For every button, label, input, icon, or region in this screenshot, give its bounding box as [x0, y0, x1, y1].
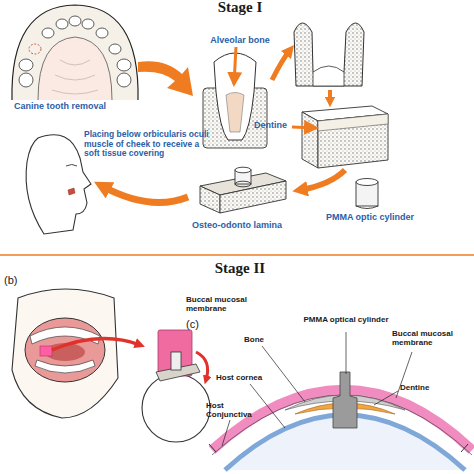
- part-label: Osteo-odonto lamina: [192, 220, 312, 230]
- leader-line: [262, 346, 305, 402]
- leader-line: [250, 384, 285, 428]
- transfer-arrow: [52, 339, 140, 350]
- block-front: [318, 114, 388, 168]
- eye: [66, 165, 77, 167]
- part-label: Host Conjunctiva: [206, 402, 266, 420]
- head-profile: [26, 135, 91, 234]
- cylinder-bottom: [356, 206, 378, 209]
- tooth: [42, 28, 54, 38]
- part-label: PMMA optical cylinder: [296, 316, 396, 325]
- tooth-piece: [294, 23, 364, 86]
- face-outline: [12, 289, 118, 418]
- lamina-side: [200, 186, 220, 213]
- part-label: Host cornea: [216, 374, 286, 383]
- eyeball: [142, 374, 210, 442]
- optic-cylinder: [356, 179, 378, 209]
- block-side: [302, 112, 318, 168]
- section-drawing: [209, 372, 472, 470]
- tooth: [19, 59, 33, 71]
- palate-drawing: [12, 5, 138, 100]
- tooth: [117, 73, 131, 87]
- process-arrow: [328, 90, 332, 102]
- leader-line: [374, 391, 398, 405]
- bone-block: [294, 23, 364, 86]
- lamina-drawing: [200, 167, 286, 213]
- cylinder-hole: [235, 181, 251, 187]
- process-arrow: [272, 50, 290, 80]
- palate-ridges: [52, 60, 98, 94]
- panel-letter: (c): [186, 318, 216, 330]
- transfer-arrow: [196, 352, 208, 380]
- process-arrow: [300, 170, 345, 190]
- part-label: Buccal mucosal membrane: [186, 296, 256, 314]
- divider-line: [0, 254, 474, 256]
- part-label: Bone: [244, 336, 284, 345]
- implant-site: [68, 188, 75, 195]
- optical-cylinder: [333, 372, 357, 428]
- tooth: [19, 73, 33, 87]
- step-label: Placing below orbicularis oculi muscle o…: [84, 130, 214, 159]
- leader-line: [346, 332, 347, 374]
- dentine-core: [313, 66, 344, 86]
- part-label: Buccal mucosal membrane: [392, 330, 472, 348]
- cylinder: [171, 352, 181, 370]
- tooth: [69, 16, 81, 26]
- step-label: Canine tooth removal: [14, 101, 144, 111]
- part-label: Dentine: [254, 120, 298, 130]
- lamina-front: [220, 181, 286, 213]
- lower-teeth: [35, 360, 95, 373]
- mucosa-graft: [40, 346, 52, 356]
- tooth: [96, 28, 108, 38]
- part-label: PMMA optic cylinder: [320, 212, 420, 222]
- eye-drawing: [142, 330, 210, 442]
- dentine-block: [302, 106, 388, 168]
- tooth: [82, 19, 94, 29]
- suture: [209, 444, 468, 452]
- process-arrow: [138, 61, 193, 96]
- palate: [38, 37, 112, 100]
- part-label: Dentine: [400, 384, 450, 393]
- tooth: [109, 44, 121, 54]
- leader-arrow: [234, 47, 236, 84]
- head-outline: [26, 135, 91, 234]
- tooth: [56, 19, 68, 29]
- upper-jaw: [12, 5, 138, 100]
- leader-lines: [222, 332, 412, 446]
- mouth-drawing: [12, 289, 118, 418]
- leader-arrow: [292, 127, 316, 128]
- upper-teeth: [30, 327, 100, 344]
- dentine-layer: [318, 114, 388, 131]
- open-mouth: [25, 318, 105, 382]
- cylinder-top: [356, 179, 378, 186]
- missing-canine: [29, 44, 41, 54]
- part-label: Alveolar bone: [200, 35, 280, 45]
- pulp: [226, 93, 244, 133]
- process-arrow: [102, 186, 188, 202]
- tooth: [117, 59, 131, 71]
- stage-heading: Stage II: [185, 260, 295, 277]
- panel-letter: (b): [4, 274, 34, 286]
- stage-heading: Stage I: [190, 0, 290, 16]
- cylinder-top: [235, 167, 251, 173]
- leader-line: [222, 420, 230, 446]
